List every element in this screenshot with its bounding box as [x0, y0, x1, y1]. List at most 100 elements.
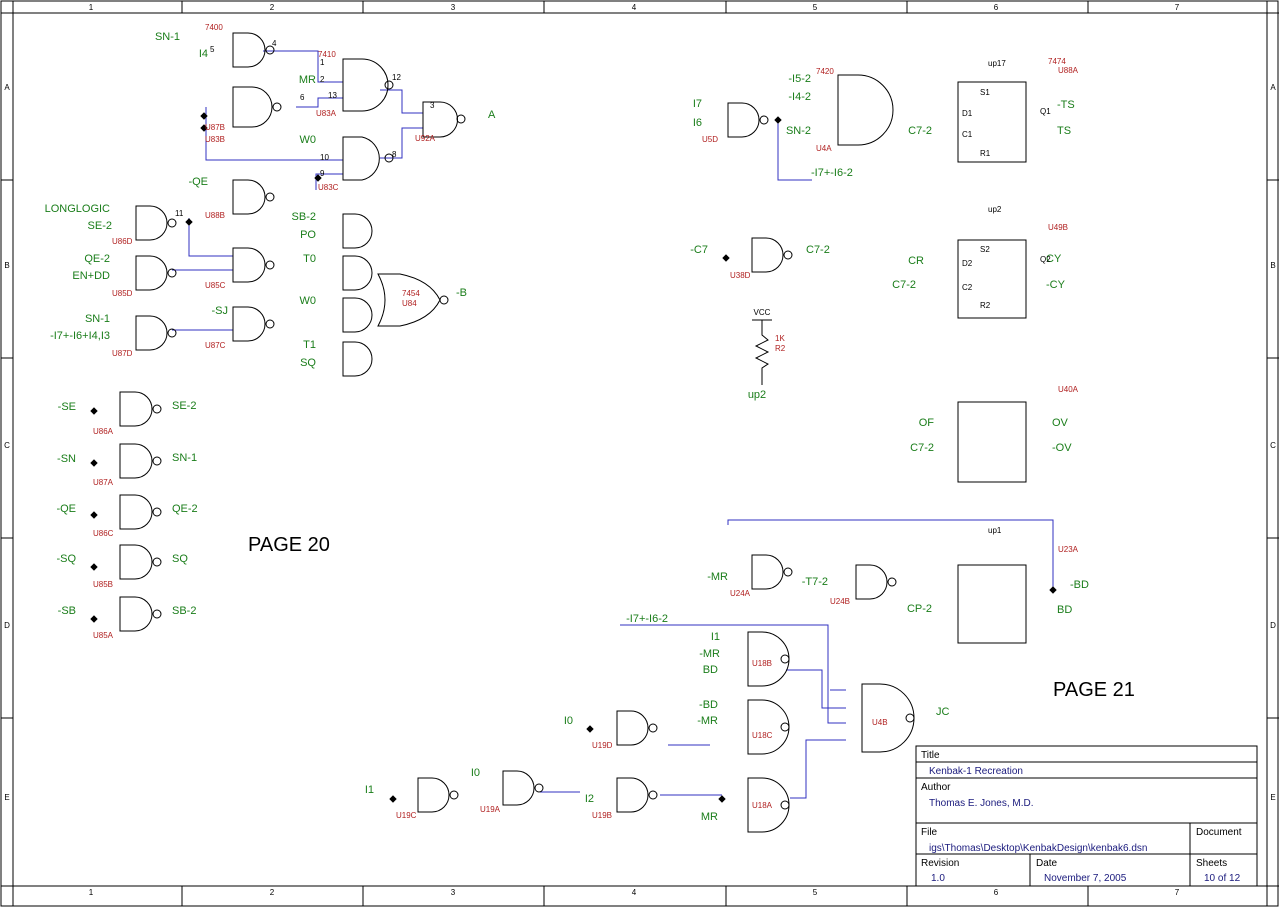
net-label: -SE — [58, 401, 76, 413]
part-label: 7420 — [816, 67, 834, 76]
net-label: TS — [1057, 125, 1071, 137]
net-label: VCC — [754, 308, 771, 317]
title-block — [915, 745, 1258, 887]
page-label-20: PAGE 20 — [248, 534, 330, 556]
pin-label: up1 — [988, 526, 1002, 535]
pin-label: C1 — [962, 130, 973, 139]
net-label: MR — [701, 811, 718, 823]
net-label: SQ — [172, 553, 188, 565]
page-label-21: PAGE 21 — [1053, 679, 1135, 701]
net-label: up2 — [748, 389, 766, 401]
net-label: -QE — [56, 503, 76, 515]
part-label: U4B — [872, 718, 888, 727]
net-label: QE-2 — [84, 253, 110, 265]
pin-label: R1 — [980, 149, 991, 158]
net-label: BD — [1057, 604, 1072, 616]
part-label: U38D — [730, 271, 751, 280]
part-label: U83A — [316, 109, 337, 118]
pin-label: 10 — [320, 153, 329, 162]
net-label: -OV — [1052, 442, 1072, 454]
part-label: U19B — [592, 811, 612, 820]
net-label: I1 — [711, 631, 720, 643]
net-label: -QE — [188, 176, 208, 188]
pin-label: S1 — [980, 88, 990, 97]
pin-label: up17 — [988, 59, 1006, 68]
net-label: CR — [908, 255, 924, 267]
net-label: -I5-2 — [788, 73, 811, 85]
part-label: U40A — [1058, 385, 1079, 394]
pin-label: Q2 — [1040, 255, 1051, 264]
net-label: SE-2 — [88, 220, 112, 232]
row-marker: C — [4, 441, 10, 450]
gate-layer — [90, 32, 1057, 833]
net-label: C7-2 — [908, 125, 932, 137]
column-marker: 1 — [89, 3, 94, 12]
title-block-field: Author — [921, 782, 951, 793]
pin-label: 6 — [300, 93, 305, 102]
net-label: SB-2 — [292, 211, 316, 223]
part-label: U19C — [396, 811, 417, 820]
part-label: U18A — [752, 801, 773, 810]
title-block-field: Thomas E. Jones, M.D. — [929, 798, 1033, 809]
column-marker: 6 — [994, 3, 999, 12]
part-label: U24A — [730, 589, 751, 598]
net-label: SN-1 — [172, 452, 197, 464]
pin-label: 9 — [320, 169, 325, 178]
column-marker: 5 — [813, 888, 818, 897]
column-marker: 1 — [89, 888, 94, 897]
pin-label: D2 — [962, 259, 973, 268]
part-label: U88A — [1058, 66, 1079, 75]
pin-label: 8 — [392, 150, 397, 159]
net-label: QE-2 — [172, 503, 198, 515]
part-label: U18B — [752, 659, 772, 668]
part-label: U86D — [112, 237, 133, 246]
part-label: 1K — [775, 334, 785, 343]
wire-layer — [172, 50, 1054, 799]
part-label: U19A — [480, 805, 501, 814]
net-label: SQ — [300, 357, 316, 369]
net-label: I6 — [693, 117, 702, 129]
net-label: LONGLOGIC — [45, 203, 110, 215]
part-label: U5D — [702, 135, 718, 144]
net-label: SN-2 — [786, 125, 811, 137]
pin-label: 12 — [392, 73, 401, 82]
part-label: U49B — [1048, 223, 1068, 232]
part-label: U83C — [318, 183, 339, 192]
pin-label: Q1 — [1040, 107, 1051, 116]
title-block-field: Revision — [921, 858, 959, 869]
net-label: -T7-2 — [802, 576, 828, 588]
net-label: -I7+-I6-2 — [626, 613, 668, 625]
part-label: U23A — [1058, 545, 1079, 554]
part-label: U92A — [415, 134, 436, 143]
row-marker: B — [1270, 261, 1275, 270]
column-marker: 5 — [813, 3, 818, 12]
net-label: W0 — [300, 295, 317, 307]
column-marker: 2 — [270, 3, 275, 12]
net-label: -BD — [1070, 579, 1089, 591]
column-marker: 6 — [994, 888, 999, 897]
pin-label: up2 — [988, 205, 1002, 214]
part-label: U83B — [205, 135, 225, 144]
part-label: U18C — [752, 731, 773, 740]
net-label: -I7+-I6+I4,I3 — [50, 330, 110, 342]
part-label: U87D — [112, 349, 133, 358]
pin-label: 5 — [210, 45, 215, 54]
net-label: I7 — [693, 98, 702, 110]
part-label: 7474 — [1048, 57, 1066, 66]
pin-label: 1 — [320, 58, 325, 67]
column-marker: 7 — [1175, 3, 1180, 12]
pin-label: S2 — [980, 245, 990, 254]
net-label: I2 — [585, 793, 594, 805]
title-block-field: igs\Thomas\Desktop\KenbakDesign\kenbak6.… — [929, 843, 1147, 854]
column-marker: 7 — [1175, 888, 1180, 897]
part-label: U24B — [830, 597, 850, 606]
net-label: I1 — [365, 784, 374, 796]
part-label: U87B — [205, 123, 225, 132]
row-marker: C — [1270, 441, 1276, 450]
net-label: -I7+-I6-2 — [811, 167, 853, 179]
net-label: -C7 — [690, 244, 708, 256]
net-label: SB-2 — [172, 605, 196, 617]
net-label: C7-2 — [892, 279, 916, 291]
net-label: CP-2 — [907, 603, 932, 615]
